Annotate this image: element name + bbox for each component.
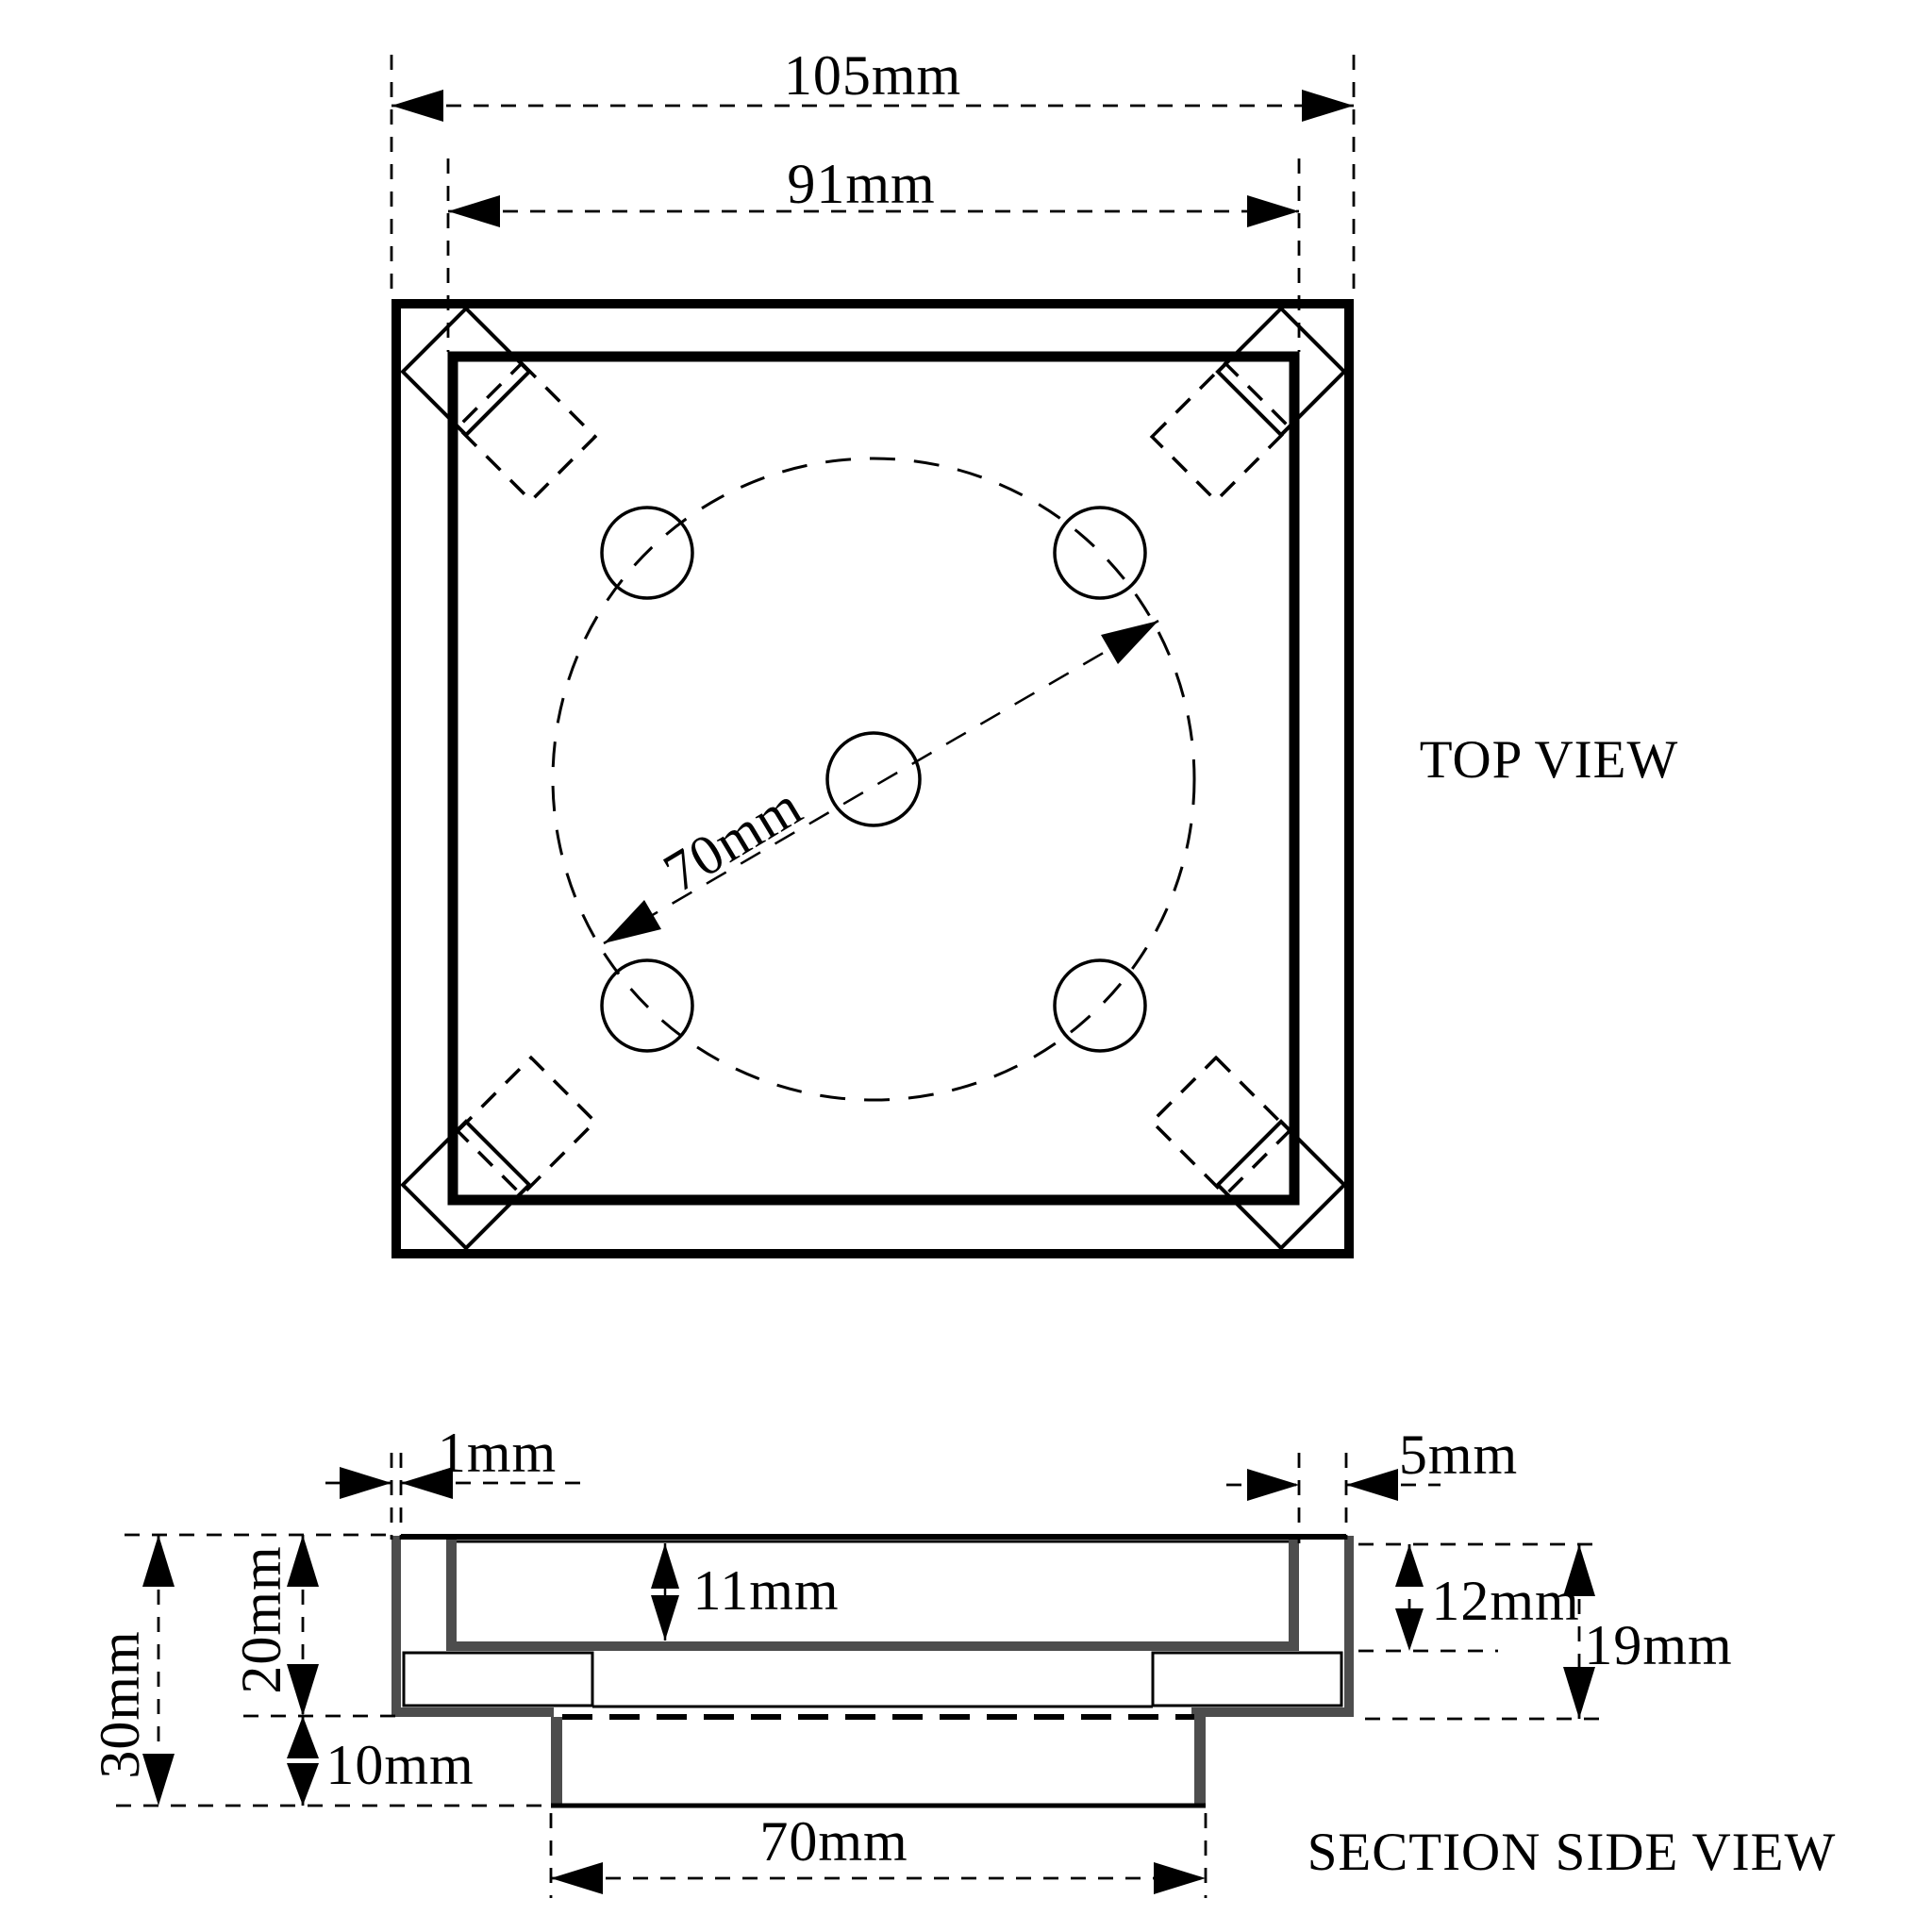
top-view-title: TOP VIEW (1420, 730, 1679, 790)
dim-edge-label: 5mm (1399, 1424, 1518, 1486)
inner-frame-right (1289, 1540, 1299, 1641)
top-view: 70mm 105mm 91mm TOP VIEW (390, 44, 1679, 1258)
arrowhead (1247, 195, 1299, 227)
dim-body-label: 19mm (1584, 1614, 1732, 1676)
bolt-holes (600, 506, 1147, 1053)
dim-boss-height-label: 10mm (325, 1734, 474, 1796)
arrowhead (391, 90, 443, 122)
dim-cavity-label: 11mm (692, 1559, 839, 1622)
arrowhead (287, 1763, 319, 1806)
corner-clip-rects (455, 360, 1292, 1198)
arrowhead (604, 900, 661, 943)
arrowhead (651, 1543, 679, 1589)
arrowhead (401, 1467, 453, 1499)
arrowhead (287, 1716, 319, 1758)
dim-inner-width: 91mm (446, 153, 1301, 352)
bolt-circle (551, 457, 1196, 1102)
right-wall-section (1344, 1536, 1354, 1717)
bolt-hole (600, 958, 694, 1053)
dim-bolt-circle: 70mm (603, 619, 1159, 945)
dim-edge: 5mm (1226, 1424, 1518, 1543)
arrowhead (1563, 1667, 1595, 1719)
arrowhead (287, 1535, 319, 1587)
boss-wall-left (551, 1717, 562, 1807)
dim-body: 19mm (1365, 1544, 1732, 1721)
side-view-title: SECTION SIDE VIEW (1307, 1823, 1837, 1882)
lower-flange-left (401, 1707, 554, 1717)
arrowhead (651, 1595, 679, 1641)
dim-outer-width-label: 105mm (784, 44, 961, 107)
arrowhead (1346, 1469, 1398, 1501)
arrowhead (142, 1754, 175, 1806)
corner-diamond (400, 1119, 532, 1251)
dim-recess-label: 12mm (1431, 1570, 1579, 1632)
clip-rect (455, 1055, 598, 1198)
arrowhead (448, 195, 500, 227)
bolt-hole (1053, 958, 1147, 1053)
bolt-hole (600, 506, 694, 600)
dim-boss-height: 10mm (287, 1716, 474, 1806)
boss-wall-right (1194, 1717, 1206, 1807)
corner-diamonds (400, 306, 1347, 1251)
arrowhead (1395, 1544, 1424, 1587)
dim-recess: 12mm (1358, 1542, 1604, 1653)
dim-wall-label: 1mm (438, 1422, 557, 1484)
dim-boss-width-label: 70mm (759, 1810, 908, 1873)
corner-diamond (400, 306, 532, 438)
corner-diamond (1215, 1119, 1347, 1251)
outer-square (391, 299, 1354, 1258)
dim-bolt-circle-label: 70mm (653, 774, 812, 905)
dim-line (603, 619, 1159, 945)
inner-square (447, 351, 1300, 1206)
arrowhead (340, 1467, 391, 1499)
dim-wall: 1mm (325, 1422, 587, 1540)
dim-upper: 20mm (230, 1535, 319, 1716)
inner-frame-left (446, 1540, 457, 1641)
dim-boss-width: 70mm (549, 1810, 1208, 1898)
arrowhead (1154, 1862, 1206, 1894)
left-wall-section (391, 1536, 401, 1717)
dim-outer-width: 105mm (390, 44, 1356, 299)
arrowhead (142, 1535, 175, 1587)
gasket-right (1151, 1651, 1343, 1707)
arrowhead (551, 1862, 603, 1894)
dim-inner-width-label: 91mm (787, 153, 935, 215)
dim-cavity: 11mm (651, 1543, 839, 1641)
arrowhead (1101, 621, 1158, 664)
bolt-hole (1053, 506, 1147, 600)
clip-rect (455, 360, 598, 504)
section-side-view: 11mm 1mm 5mm 12 (89, 1422, 1837, 1898)
section-fill-group (391, 1536, 1354, 1807)
cavity-floor (446, 1641, 1299, 1651)
clip-rect (1149, 1055, 1292, 1198)
gasket-left (402, 1651, 594, 1707)
arrowhead (1563, 1544, 1595, 1596)
corner-diamond (1215, 306, 1347, 438)
arrowhead (287, 1664, 319, 1716)
clip-rect (1149, 360, 1292, 504)
dim-total: 30mm (89, 1533, 551, 1807)
dim-total-label: 30mm (89, 1630, 151, 1778)
arrowhead (1247, 1469, 1299, 1501)
lower-flange-right (1191, 1707, 1344, 1717)
dim-upper-label: 20mm (230, 1545, 292, 1693)
arrowhead (1395, 1608, 1424, 1651)
center-hole (825, 731, 922, 827)
arrowhead (1302, 90, 1354, 122)
